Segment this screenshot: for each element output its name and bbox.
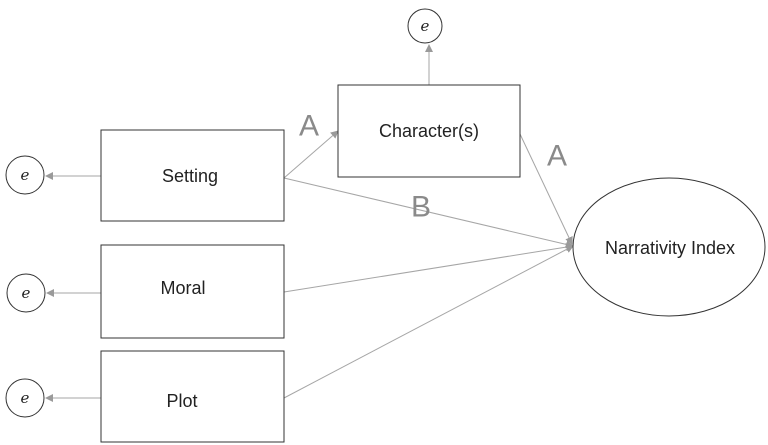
node-label: Narrativity Index [605,238,735,258]
node-label: Setting [162,166,218,186]
node-setting: Setting [100,129,285,222]
node-narrativity-index: Narrativity Index [572,177,766,317]
node-moral: Moral [100,244,285,339]
arrow-moral-to-narrativity [283,243,574,293]
path-label-character-narrativity: A [547,140,567,173]
path-label-setting-character: A [299,110,319,143]
error-circle [407,8,443,44]
arrow-character-to-narrativity [519,133,573,245]
node-box [100,129,285,222]
arrow-setting-to-narrativity [283,177,574,249]
error-setting: e [5,155,45,195]
node-ellipse [572,177,766,317]
arrows [45,44,574,402]
error-plot: e [5,378,45,418]
node-label: Moral [160,278,205,298]
error-label: e [21,166,30,184]
error-character: e [407,8,443,44]
node-box [100,244,285,339]
error-label: e [421,17,430,35]
error-label: e [21,389,30,407]
error-circle [6,273,46,313]
error-moral: e [6,273,46,313]
node-box [337,84,521,178]
node-label: Character(s) [379,121,479,141]
node-character: Character(s) [337,84,521,178]
node-box [100,350,285,443]
arrow-plot-to-narrativity [283,245,574,399]
arrow-setting-to-character [283,130,339,179]
error-circle [5,155,45,195]
node-label: Plot [166,391,197,411]
node-plot: Plot [100,350,285,443]
path-label-setting-narrativity: B [411,191,431,224]
error-circle [5,378,45,418]
error-label: e [22,284,31,302]
